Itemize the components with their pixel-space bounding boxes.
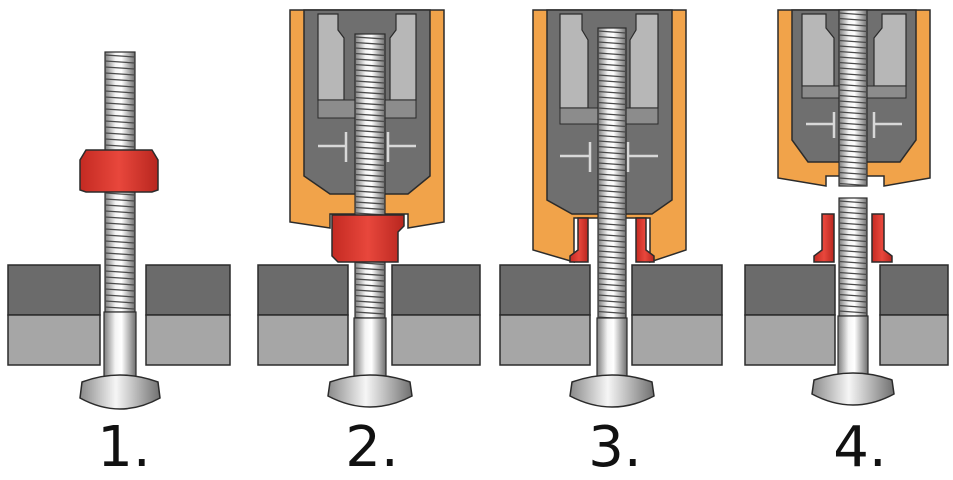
plate-bottom-left <box>499 314 591 366</box>
step-3-label: 3. <box>588 415 642 480</box>
collar <box>331 214 405 263</box>
collar-right-wall <box>871 213 893 263</box>
pintail-broken-off <box>838 9 868 187</box>
plate-top-right <box>391 264 481 316</box>
step-2-label: 2. <box>345 415 399 480</box>
pin-head <box>811 372 895 406</box>
plate-top-right <box>145 264 231 316</box>
step-2-group <box>257 9 481 408</box>
step-4-group <box>744 9 949 406</box>
step-1-group <box>7 51 231 410</box>
plate-bottom-right <box>879 314 949 366</box>
plate-top-left <box>744 264 836 316</box>
plate-bottom-right <box>391 314 481 366</box>
plate-top-right <box>631 264 723 316</box>
lockbolt-pin <box>837 197 869 383</box>
plate-bottom-right <box>631 314 723 366</box>
plate-bottom-left <box>744 314 836 366</box>
plate-top-right <box>879 264 949 316</box>
collar-right-wall <box>635 217 655 263</box>
step-1-label: 1. <box>97 415 151 480</box>
jaw-springs <box>806 112 902 138</box>
jaw-springs <box>318 132 416 162</box>
pin-head <box>569 374 655 408</box>
lockbolt-pin <box>353 33 387 385</box>
lockbolt-pin <box>103 51 137 385</box>
collar-left-wall <box>813 213 835 263</box>
plate-top-left <box>499 264 591 316</box>
plate-bottom-left <box>257 314 349 366</box>
collar <box>79 149 159 193</box>
collar-left-wall <box>569 217 589 263</box>
jaw-springs <box>560 142 658 172</box>
pin-head <box>327 374 413 408</box>
plate-bottom-left <box>7 314 101 366</box>
step-3-group <box>499 9 723 408</box>
plate-top-left <box>7 264 101 316</box>
pin-head <box>79 374 161 410</box>
plate-top-left <box>257 264 349 316</box>
plate-bottom-right <box>145 314 231 366</box>
step-4-label: 4. <box>833 415 887 480</box>
lockbolt-pin <box>596 27 628 385</box>
